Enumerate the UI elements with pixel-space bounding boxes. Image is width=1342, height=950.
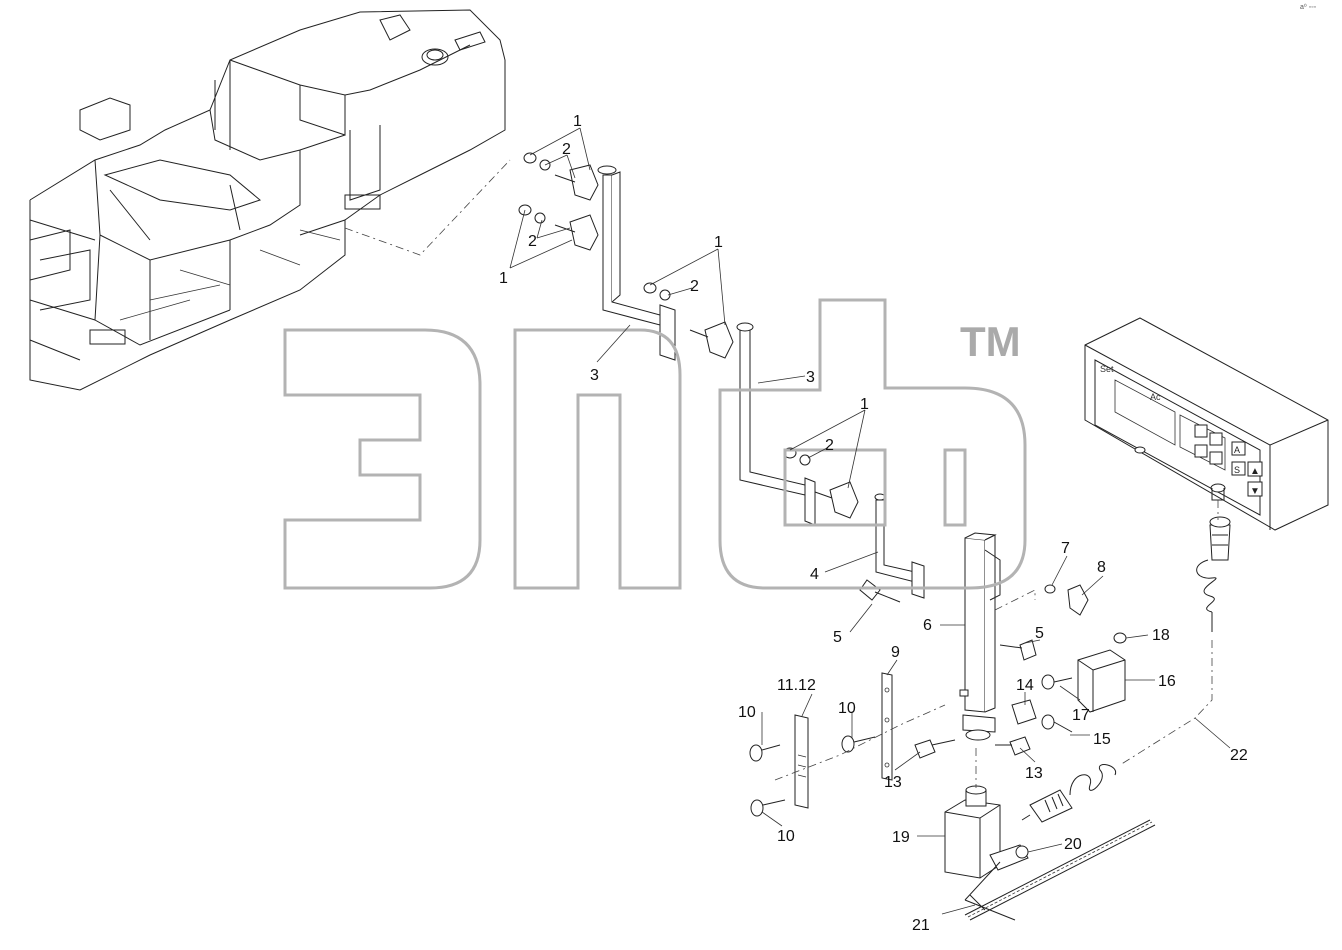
small-bracket [874,493,925,599]
leader-plates [774,704,946,781]
callout-2a: 2 [562,141,571,158]
leader-frame-to-clamps [344,159,511,256]
corner-mark: a⁰ ◦◦◦ [1300,3,1316,11]
plate-9 [881,672,893,781]
callout-4: 4 [810,566,819,583]
spiral-cable-upper [1196,559,1217,632]
clamp-upper-1 [523,152,599,201]
callout-17: 17 [1072,707,1090,724]
sensor-arm-20 [989,844,1029,871]
callout-2c: 2 [690,278,699,295]
key-s: S [1234,465,1240,475]
control-box: Set Ac A S ▲ ▼ [1084,317,1329,531]
sensor-bracket-16 [1077,649,1126,713]
key-up: ▲ [1250,466,1260,477]
callout-16: 16 [1158,673,1176,690]
plate-11-12 [794,714,809,809]
callout-1d: 1 [860,396,869,413]
callout-1c: 1 [714,234,723,251]
clip-8 [1067,584,1089,616]
callout-3a: 3 [590,367,599,384]
callout-7: 7 [1061,540,1070,557]
callout-2d: 2 [825,437,834,454]
callout-18: 18 [1152,627,1170,644]
callout-6: 6 [923,617,932,634]
spiral-cable-lower [1069,764,1117,796]
callout-10b: 10 [838,700,856,717]
bolt-10c [750,799,786,817]
callout-2b: 2 [528,233,537,250]
callout-13b: 13 [1025,765,1043,782]
bolt-10b [841,735,876,753]
screen-label-left: Set [1100,364,1114,374]
leader-mast [994,589,1036,611]
callout-22: 22 [1230,747,1248,764]
callout-9: 9 [891,644,900,661]
callout-5b: 5 [1035,625,1044,642]
callout-14: 14 [1016,677,1034,694]
bolt-10a [749,744,781,762]
wing-bolt-5b [999,639,1037,661]
callout-13a: 13 [884,774,902,791]
connector-plug-lower [1021,789,1073,823]
screen-label-right: Ac [1150,392,1161,402]
watermark-logo: TM [283,298,1027,590]
clamp-lower [783,447,859,519]
mounting-bracket-upper [597,165,676,361]
mounting-bracket-middle [736,322,816,526]
clamp-middle-1 [643,282,734,359]
reference-wire [964,819,1156,921]
trademark-mark: TM [960,318,1021,365]
wing-bolt-13a [914,739,956,759]
callout-20: 20 [1064,836,1082,853]
callout-3b: 3 [806,369,815,386]
nut-18 [1113,632,1127,644]
sensor-mast [959,532,1001,741]
height-sensor-19 [944,785,1001,879]
keypad: A S ▲ ▼ [1194,424,1263,497]
callout-numbers: 1 2 2 1 1 2 3 3 1 2 4 5 6 7 8 5 9 11.12 … [499,113,1248,934]
callout-11-12: 11.12 [777,677,816,694]
wing-bolt-13b [995,736,1031,756]
callout-1b: 1 [499,270,508,287]
key-down: ▼ [1250,486,1260,497]
key-a: A [1234,445,1240,455]
clamp-upper-2 [518,204,599,251]
bolt-15 [1041,714,1073,733]
clamp-block-14 [1011,699,1037,725]
connector-plug-upper [1209,516,1231,561]
callout-1a: 1 [573,113,582,130]
callout-leaders [509,127,1231,915]
machine-frame [29,9,506,391]
nut-7 [1044,584,1056,594]
callout-15: 15 [1093,731,1111,748]
callout-19: 19 [892,829,910,846]
bolt-17 [1041,674,1073,690]
callout-5a: 5 [833,629,842,646]
callout-8: 8 [1097,559,1106,576]
leader-cable [1119,640,1213,766]
callout-10a: 10 [738,704,756,721]
callout-21: 21 [912,917,930,934]
callout-10c: 10 [777,828,795,845]
